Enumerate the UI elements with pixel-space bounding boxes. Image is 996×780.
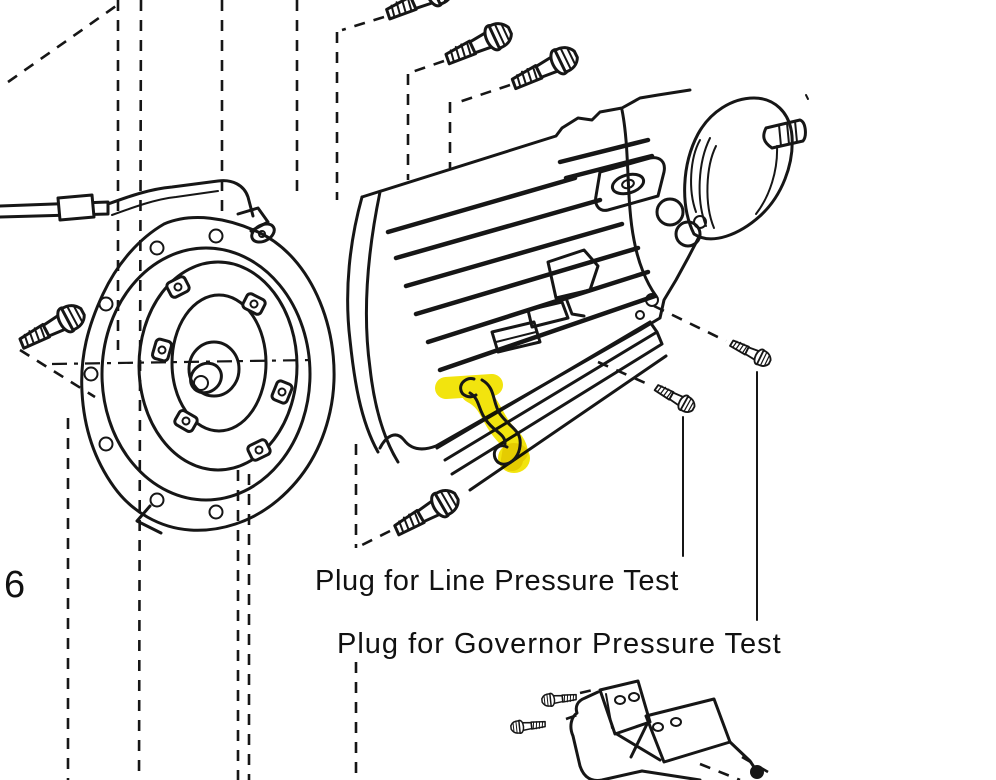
mounting-bolt-top-1 [440,16,517,73]
mounting-bolt-top-left [380,0,458,28]
mounting-bolt-bottom [388,483,465,544]
line-pressure-test-plug [651,379,699,417]
case-ribs [385,137,658,373]
oil-pan-rails [435,320,668,492]
governor-cover [594,156,707,248]
output-shaft [762,118,807,150]
mount-bolt-1 [540,689,578,708]
governor-pressure-test-plug [726,334,775,370]
shift-cable-rod [0,179,276,244]
transmission-main-case [346,88,702,492]
mount-bolt-2 [509,716,547,735]
flange-bolt-holes [83,228,224,520]
torque-converter [137,260,299,472]
label-governor-pressure-test: Plug for Governor Pressure Test [337,628,782,660]
mounting-bolt-left [13,298,90,357]
highlighted-tube [459,377,522,466]
flexplate-pads [151,275,294,462]
case-fittings [490,248,659,354]
engine-mount [509,679,764,780]
center-axis-line [51,358,313,366]
mounting-bolt-top-2 [506,40,583,98]
tail-housing [594,94,809,248]
label-line-pressure-test: Plug for Line Pressure Test [315,565,679,597]
bell-housing [80,206,336,535]
figure-number: 6 [4,564,25,606]
